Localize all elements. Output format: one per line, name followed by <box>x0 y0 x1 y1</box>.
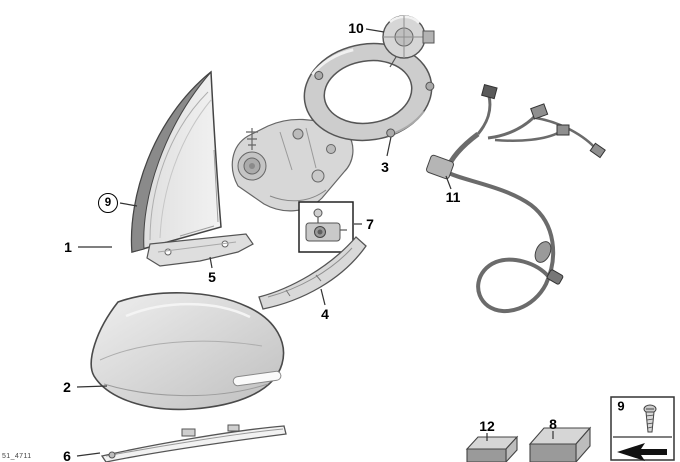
harness-connector <box>530 103 549 120</box>
wiring-harness <box>425 84 606 313</box>
pivot-spring <box>246 128 258 150</box>
kit-box-12 <box>465 435 519 462</box>
direction-arrow-icon <box>617 443 667 461</box>
signal-mount-tab <box>227 424 240 432</box>
screw-icon <box>313 208 323 218</box>
screw-icon <box>326 144 336 154</box>
callout-9-circled[interactable]: 9 <box>98 193 118 213</box>
fine-print: 51_4711 <box>2 453 32 460</box>
callout-2[interactable]: 2 <box>63 379 71 395</box>
screw-icon <box>643 404 657 433</box>
callout-11[interactable]: 11 <box>445 189 461 205</box>
harness-main-plug <box>425 154 455 180</box>
actuator-connector <box>422 30 435 44</box>
screw-icon <box>292 128 304 140</box>
callout-12[interactable]: 12 <box>479 418 495 434</box>
screw-icon <box>314 70 324 80</box>
mirror-drive-actuator <box>382 15 435 68</box>
callout-4[interactable]: 4 <box>321 306 329 322</box>
callout-9-panel[interactable]: 9 <box>617 398 625 414</box>
kit-box-8 <box>528 426 592 462</box>
callout-3[interactable]: 3 <box>381 159 389 175</box>
camera-module-box <box>298 201 354 253</box>
callout-10[interactable]: 10 <box>348 20 364 36</box>
signal-mount-tab <box>181 428 196 437</box>
harness-connector <box>556 124 570 136</box>
fastener-panel <box>610 396 675 461</box>
mirror-housing-cap <box>90 292 285 411</box>
harness-connector <box>546 269 564 285</box>
harness-connector <box>589 142 606 159</box>
mirror-pivot-mechanism <box>231 118 354 212</box>
screw-icon <box>386 128 396 138</box>
mirror-base-sail <box>130 70 222 253</box>
screw-icon <box>425 81 435 91</box>
leader-lines <box>76 28 554 457</box>
harness-grommet <box>534 241 552 263</box>
turn-signal-strip <box>100 424 287 462</box>
callout-1[interactable]: 1 <box>64 239 72 255</box>
callout-8[interactable]: 8 <box>549 416 557 432</box>
callout-5[interactable]: 5 <box>208 269 216 285</box>
lower-bracket-plate <box>146 233 254 267</box>
callout-6[interactable]: 6 <box>63 448 71 462</box>
harness-connector <box>481 84 498 100</box>
housing-lower-trim <box>258 236 367 310</box>
callout-7[interactable]: 7 <box>366 216 374 232</box>
indicator-slot <box>232 370 282 387</box>
mirror-frame-ring <box>303 42 435 142</box>
